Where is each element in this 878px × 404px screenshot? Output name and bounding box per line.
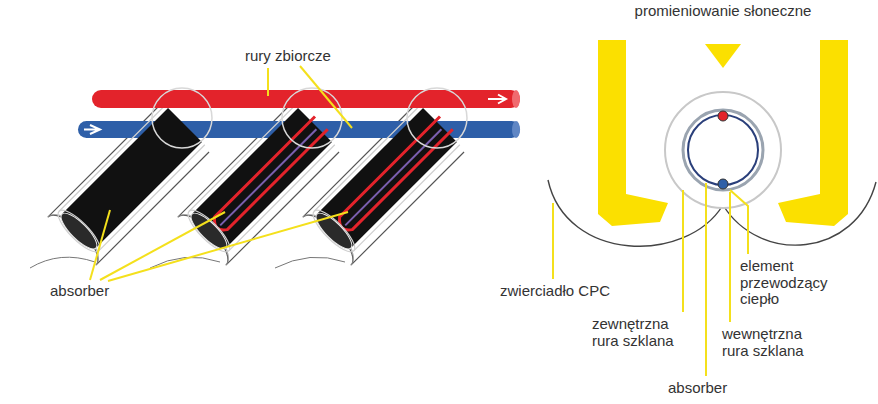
part-label: absorber: [668, 380, 758, 397]
illustration-part: [552, 203, 554, 279]
part-label: rury zbiorcze: [245, 48, 375, 65]
illustration-part: [682, 190, 684, 312]
illustration-part: [705, 183, 707, 376]
illustration-part: [90, 210, 110, 280]
illustration-part: [407, 88, 467, 148]
illustration-part: [210, 117, 327, 234]
illustration-part: [778, 40, 848, 226]
illustration-part: [282, 88, 342, 148]
solar-rays: [598, 40, 848, 226]
illustration-part: [683, 110, 763, 190]
illustration-part: [56, 108, 202, 254]
illustration-part: [488, 95, 506, 104]
illustration-part: [267, 68, 269, 96]
glass-tube-end: [152, 88, 467, 148]
illustration-part: [300, 66, 352, 128]
illustration-part: [512, 90, 520, 108]
illustration-part: [335, 117, 452, 234]
illustration-part: [84, 125, 100, 134]
illustration-part: [56, 208, 101, 253]
illustration-part: [152, 88, 212, 148]
illustration-part: [718, 179, 728, 189]
part-label: promieniowanie słoneczne: [603, 3, 843, 20]
part-label: zewnętrzna rura szklana: [592, 316, 687, 349]
hot-manifold-pipe: [92, 90, 520, 108]
illustration-part: [730, 190, 748, 254]
illustration-part: [512, 121, 520, 138]
illustration-part: [729, 192, 731, 322]
illustration-part: [705, 44, 741, 68]
illustration-part: [718, 111, 728, 121]
absorber-tube-cutaway: [183, 101, 339, 257]
illustration-part: [100, 212, 225, 280]
part-label: wewnętrzna rura szklana: [722, 326, 817, 359]
part-label: element przewodzący ciepło: [740, 258, 832, 308]
absorber-tube-cutaway: [308, 101, 464, 257]
illustration-part: [108, 212, 348, 281]
part-label: absorber: [50, 283, 140, 300]
illustration-part: [688, 115, 758, 185]
illustration-part: [186, 108, 332, 254]
leader-line: [90, 66, 748, 376]
illustration-part: [308, 105, 460, 257]
illustration-part: [598, 40, 668, 226]
illustration-part: [311, 108, 457, 254]
part-label: zwierciadło CPC: [500, 283, 625, 300]
illustration-part: [183, 105, 335, 257]
illustration-part: [92, 90, 520, 108]
